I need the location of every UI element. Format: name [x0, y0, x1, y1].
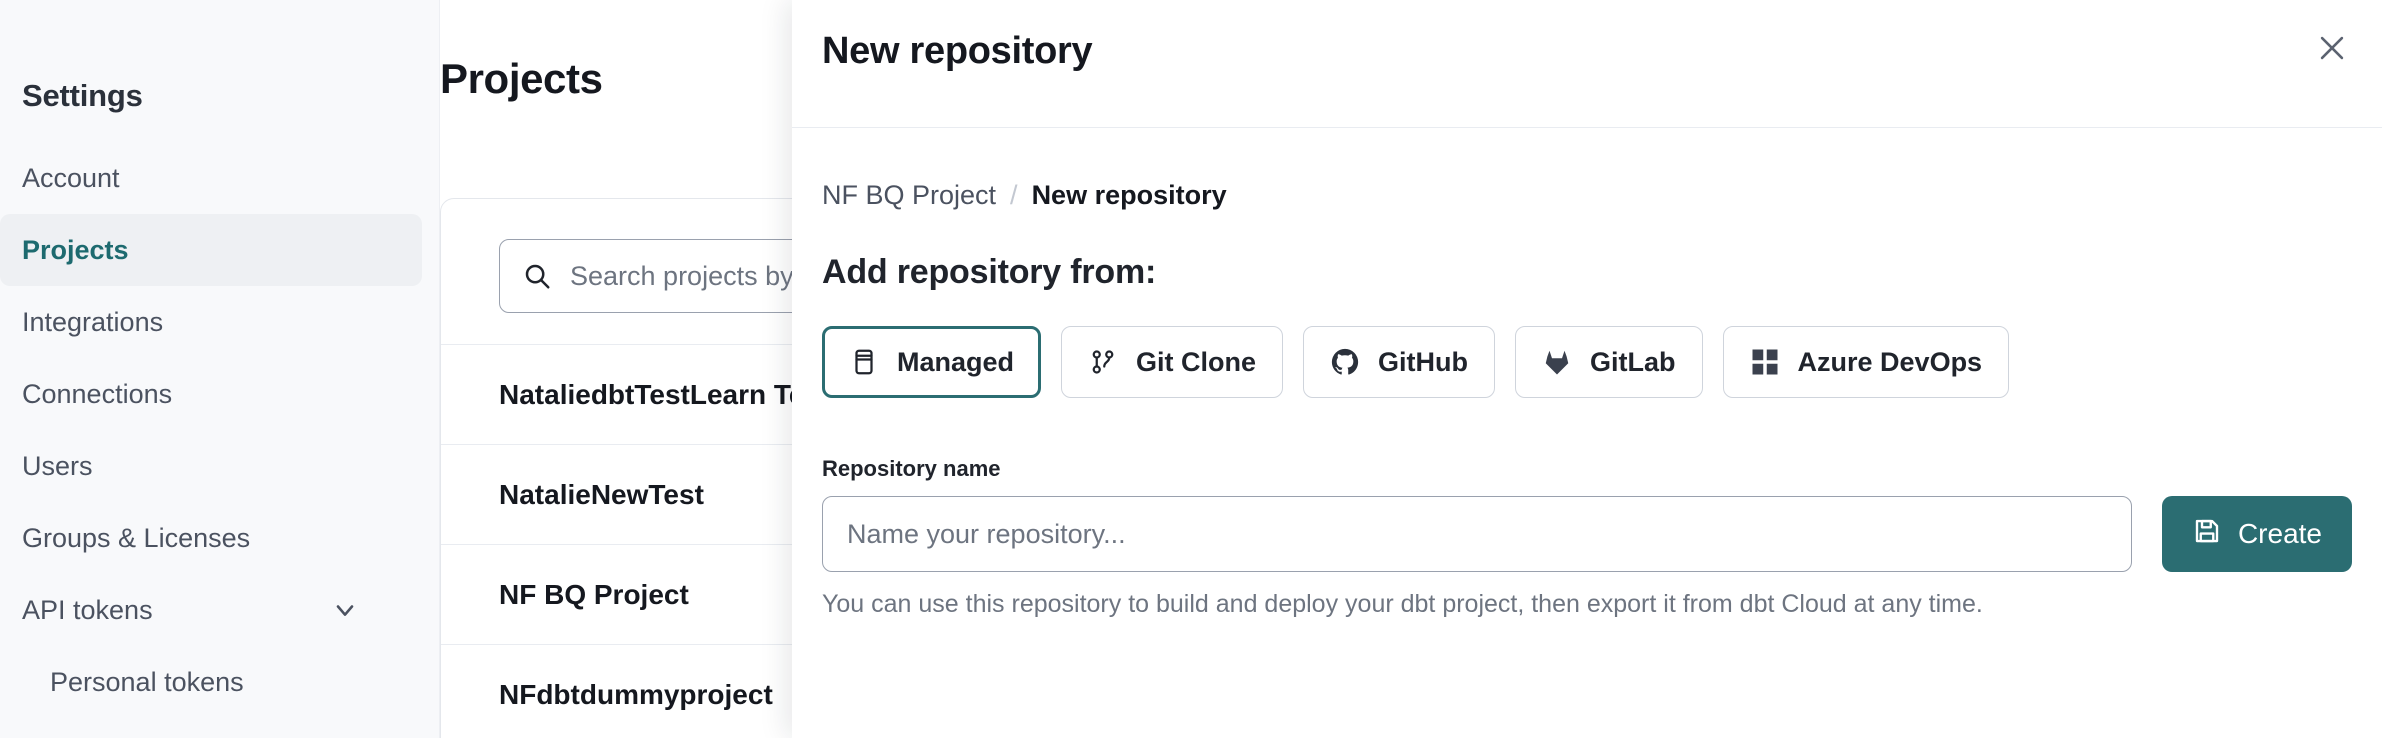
breadcrumb-parent-link[interactable]: NF BQ Project — [822, 180, 997, 210]
source-option-github[interactable]: GitHub — [1303, 326, 1496, 398]
sidebar-item-label: Personal tokens — [50, 666, 244, 697]
source-option-managed[interactable]: Managed — [822, 326, 1042, 398]
save-icon — [2192, 516, 2222, 553]
sidebar-item-label: Projects — [22, 234, 129, 265]
source-option-gitlab[interactable]: GitLab — [1515, 326, 1703, 398]
git-branch-icon — [1088, 347, 1118, 377]
project-name: NF BQ Project — [499, 578, 689, 610]
database-icon — [849, 347, 879, 377]
repository-name-row: Create — [822, 496, 2352, 572]
breadcrumb: NF BQ Project / New repository — [822, 180, 2352, 211]
sidebar-item-account[interactable]: Account — [0, 142, 440, 214]
repository-source-options: Managed Git Clone GitHub GitLab Azure DevOps — [822, 326, 2352, 398]
sidebar-item-label: Integrations — [22, 306, 164, 337]
modal-title: New repository — [822, 30, 1093, 72]
source-option-label: Azure DevOps — [1797, 346, 1983, 377]
add-repository-heading: Add repository from: — [822, 253, 1157, 291]
source-option-label: Git Clone — [1136, 346, 1257, 377]
sidebar-item-label: Account — [22, 162, 120, 193]
gitlab-icon — [1542, 347, 1572, 377]
modal-header: New repository — [792, 0, 2382, 128]
azure-devops-icon — [1750, 347, 1780, 377]
sidebar-item-label: Users — [22, 450, 93, 481]
breadcrumb-current: New repository — [1031, 180, 1227, 210]
source-option-label: Managed — [897, 346, 1015, 377]
search-icon — [522, 261, 552, 291]
breadcrumb-separator: / — [1010, 180, 1018, 210]
source-option-azure-devops[interactable]: Azure DevOps — [1722, 326, 2010, 398]
sidebar-item-groups-licenses[interactable]: Groups & Licenses — [0, 502, 440, 574]
project-name: NatalieNewTest — [499, 478, 704, 510]
sidebar-item-label: Connections — [22, 378, 173, 409]
sidebar-item-users[interactable]: Users — [0, 430, 440, 502]
sidebar-item-label: Groups & Licenses — [22, 522, 251, 553]
project-name: NFdbtdummyproject — [499, 678, 773, 710]
sidebar-item-integrations[interactable]: Integrations — [0, 286, 440, 358]
close-icon[interactable] — [2304, 20, 2360, 76]
project-name: NataliedbtTestLearn Test — [499, 378, 830, 410]
repository-name-label: Repository name — [822, 456, 1001, 481]
repository-help-text: You can use this repository to build and… — [822, 590, 1983, 618]
sidebar-title: Settings — [22, 78, 143, 113]
github-icon — [1330, 347, 1360, 377]
sidebar-item-connections[interactable]: Connections — [0, 358, 440, 430]
page-title: Projects — [440, 55, 603, 102]
create-button[interactable]: Create — [2161, 496, 2352, 572]
sidebar-item-label: API tokens — [22, 594, 153, 625]
sidebar-item-projects[interactable]: Projects — [0, 214, 422, 286]
source-option-label: GitLab — [1590, 346, 1676, 377]
source-option-label: GitHub — [1378, 346, 1469, 377]
sidebar-item-api-tokens[interactable]: API tokens — [0, 574, 440, 646]
create-button-label: Create — [2237, 518, 2322, 549]
sidebar-item-personal-tokens[interactable]: Personal tokens — [0, 646, 440, 718]
new-repository-modal: New repository NF BQ Project / New repos… — [792, 0, 2382, 738]
source-option-git-clone[interactable]: Git Clone — [1061, 326, 1284, 398]
modal-body: NF BQ Project / New repository Add repos… — [792, 180, 2382, 619]
repository-name-input[interactable] — [822, 496, 2132, 572]
chevron-down-icon[interactable] — [331, 596, 359, 624]
